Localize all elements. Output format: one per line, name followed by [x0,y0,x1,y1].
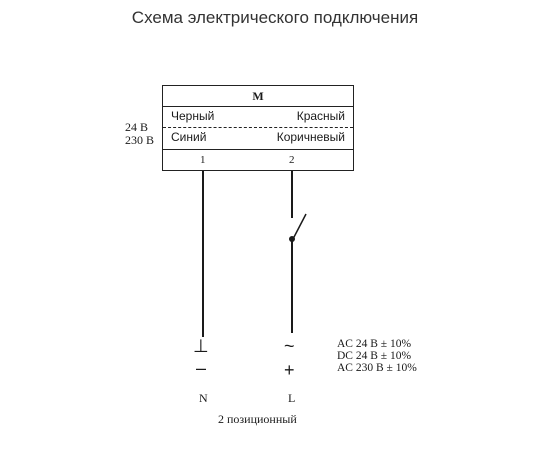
minus-symbol: – [196,358,207,378]
spec-dc-24: DC 24 В ± 10% [337,350,412,362]
motor-terminal-block: M Черный Красный Синий Коричневый 1 2 [162,85,354,171]
terminal-number-2: 2 [289,154,295,166]
wire-color-blue: Синий [171,130,207,144]
diagram-title: Схема электрического подключения [131,8,419,27]
ground-symbol: ⊥ [193,336,209,356]
neutral-label: N [199,391,208,405]
wire-color-row-230v: Синий Коричневый [163,127,353,150]
wire-color-black: Черный [171,109,215,123]
live-label: L [288,391,296,405]
switch-contact-arm [292,213,307,240]
wire-color-brown: Коричневый [276,130,345,144]
ac-symbol: ~ [284,336,295,356]
motor-label: M [252,89,264,103]
wire-color-row-24v: Черный Красный [163,106,353,128]
plus-symbol: + [284,360,295,380]
wire-color-red: Красный [296,109,345,123]
spec-ac-24: AC 24 В ± 10% [337,338,412,350]
terminal-number-row: 1 2 [163,149,353,171]
motor-header-row: M [163,86,353,107]
voltage-label-24: 24 В [125,120,149,134]
spec-ac-230: AC 230 В ± 10% [337,362,417,374]
voltage-label-230: 230 В [125,133,155,147]
terminal-number-1: 1 [200,154,206,166]
switch-type-caption: 2 позиционный [218,412,297,426]
